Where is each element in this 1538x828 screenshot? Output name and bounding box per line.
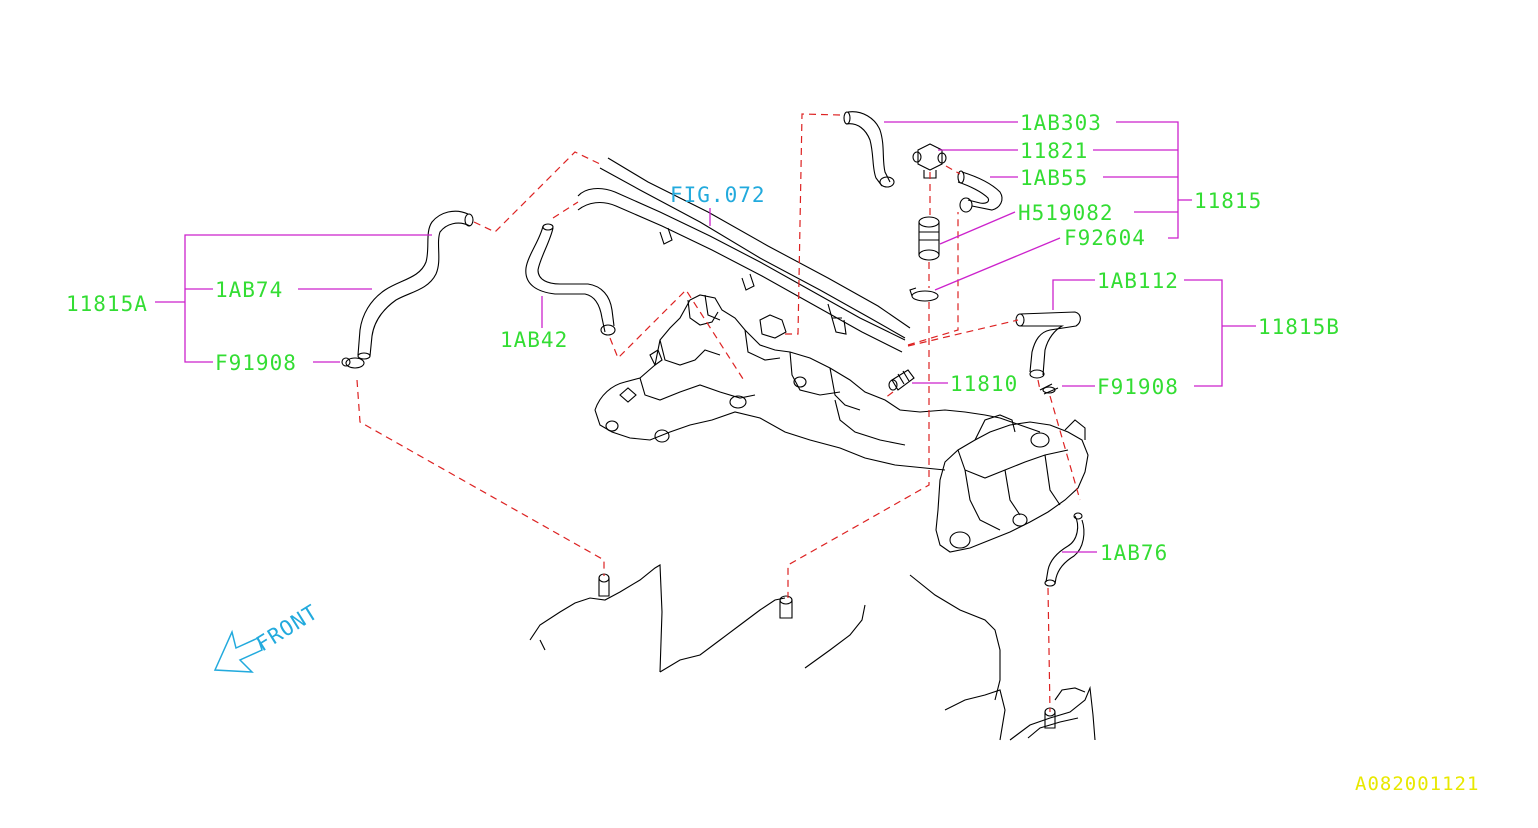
label-11815A: 11815A bbox=[66, 292, 148, 316]
label-1AB76: 1AB76 bbox=[1100, 541, 1168, 565]
label-1AB55: 1AB55 bbox=[1020, 166, 1088, 190]
label-1AB112: 1AB112 bbox=[1097, 269, 1179, 293]
valve-11810 bbox=[888, 369, 915, 391]
valve-H519082 bbox=[918, 216, 940, 261]
connector-11821 bbox=[912, 143, 947, 179]
hose-1AB74 bbox=[357, 210, 474, 360]
label-11815B: 11815B bbox=[1258, 315, 1340, 339]
pcv-pipe bbox=[577, 157, 911, 353]
intake-manifold-drawing bbox=[594, 294, 1041, 471]
clamp-F91908-left bbox=[341, 357, 365, 369]
hose-1AB76 bbox=[1044, 512, 1085, 587]
drawing-code: A082001121 bbox=[1355, 773, 1479, 795]
dashed-connection-lines bbox=[356, 113, 1081, 713]
hose-1AB112 bbox=[1015, 311, 1081, 379]
label-11821: 11821 bbox=[1020, 139, 1088, 163]
clamp-F91908-right bbox=[1039, 383, 1059, 395]
hose-1AB42 bbox=[525, 223, 616, 336]
label-11810: 11810 bbox=[950, 372, 1018, 396]
leader-lines bbox=[155, 121, 1256, 553]
label-11815: 11815 bbox=[1194, 189, 1262, 213]
clamp-F92604 bbox=[909, 287, 939, 302]
front-label: FRONT bbox=[252, 600, 323, 657]
throttle-body-drawing bbox=[935, 414, 1089, 553]
label-F91908-right: F91908 bbox=[1097, 375, 1179, 399]
label-1AB42: 1AB42 bbox=[500, 328, 568, 352]
hose-1AB303 bbox=[843, 111, 895, 188]
figure-reference[interactable]: FIG.072 bbox=[670, 183, 766, 207]
label-F91908-left: F91908 bbox=[215, 351, 297, 375]
hose-1AB55 bbox=[957, 170, 1003, 213]
label-H519082: H519082 bbox=[1018, 201, 1114, 225]
label-1AB74: 1AB74 bbox=[215, 278, 283, 302]
label-1AB303: 1AB303 bbox=[1020, 111, 1102, 135]
label-F92604: F92604 bbox=[1064, 226, 1146, 250]
engine-block-outline bbox=[529, 564, 1096, 741]
front-arrow-icon bbox=[213, 629, 263, 673]
